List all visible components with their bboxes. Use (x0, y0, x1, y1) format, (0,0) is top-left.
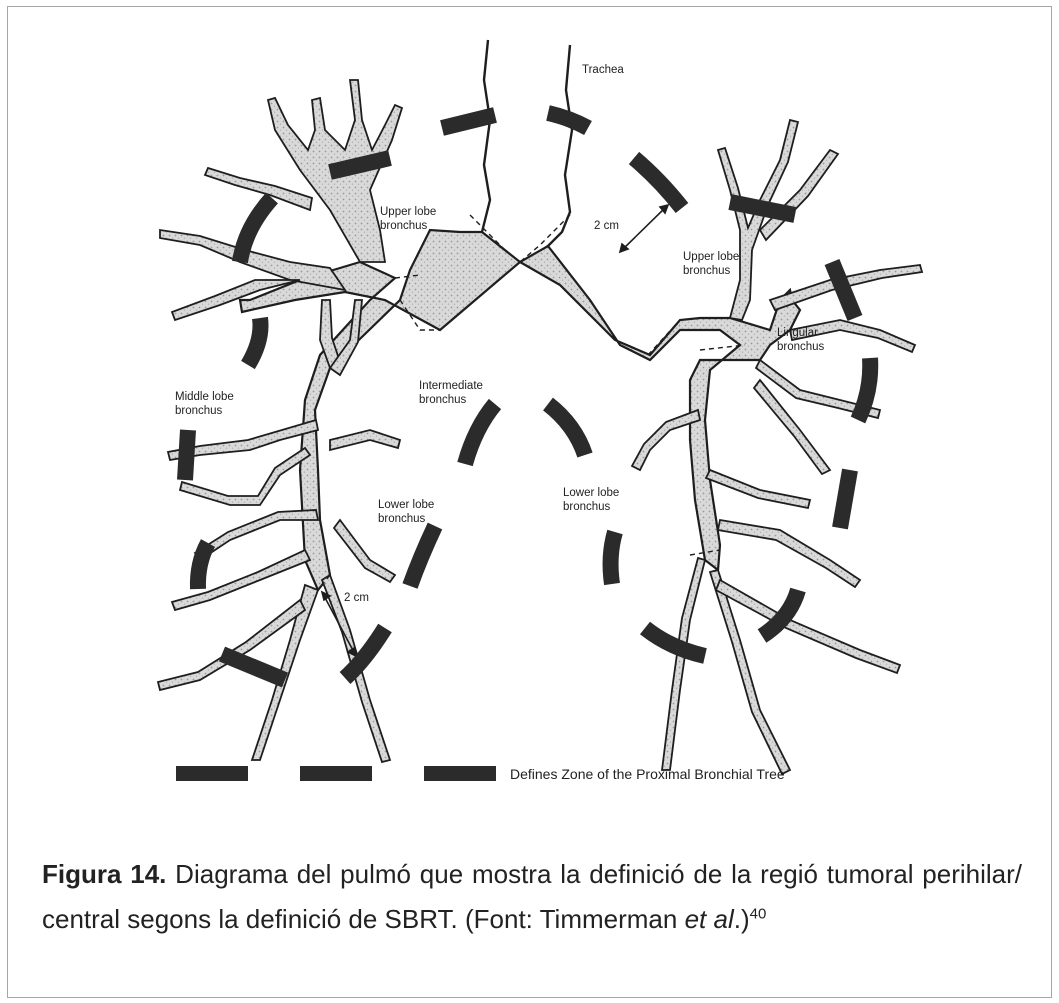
caption-prefix: Figura 14. (42, 859, 166, 889)
bronchial-tree-diagram (0, 0, 1059, 840)
caption-reference: 40 (750, 905, 767, 922)
label-lower-lobe-left: Lower lobe bronchus (378, 498, 434, 527)
legend-dash-1 (176, 766, 248, 781)
label-lingular: Lingular bronchus (777, 326, 824, 355)
figure-caption: Figura 14. Diagrama del pulmó que mostra… (42, 852, 1022, 942)
caption-text: Diagrama del pulmó que mostra la definic… (42, 859, 1022, 934)
label-upper-lobe-left: Upper lobe bronchus (380, 205, 436, 234)
right-upper-lobe-branches (718, 120, 922, 418)
legend-text: Defines Zone of the Proximal Bronchial T… (510, 766, 785, 784)
label-distance-bottom: 2 cm (344, 591, 369, 605)
label-distance-top: 2 cm (594, 219, 619, 233)
label-middle-lobe: Middle lobe bronchus (175, 390, 234, 419)
legend-dash-2 (300, 766, 372, 781)
trachea (482, 40, 572, 262)
distance-arrow-top (620, 205, 668, 252)
right-lower-lobe-branches (632, 380, 900, 774)
caption-suffix: .) (734, 904, 750, 934)
legend-dash-3 (424, 766, 496, 781)
caption-italic: et al (685, 904, 734, 934)
left-lower-lobe-branches (158, 510, 395, 762)
label-trachea: Trachea (582, 63, 624, 77)
label-upper-lobe-right: Upper lobe bronchus (683, 250, 739, 279)
legend (176, 766, 496, 781)
label-intermediate: Intermediate bronchus (419, 379, 483, 408)
label-lower-lobe-right: Lower lobe bronchus (563, 486, 619, 515)
